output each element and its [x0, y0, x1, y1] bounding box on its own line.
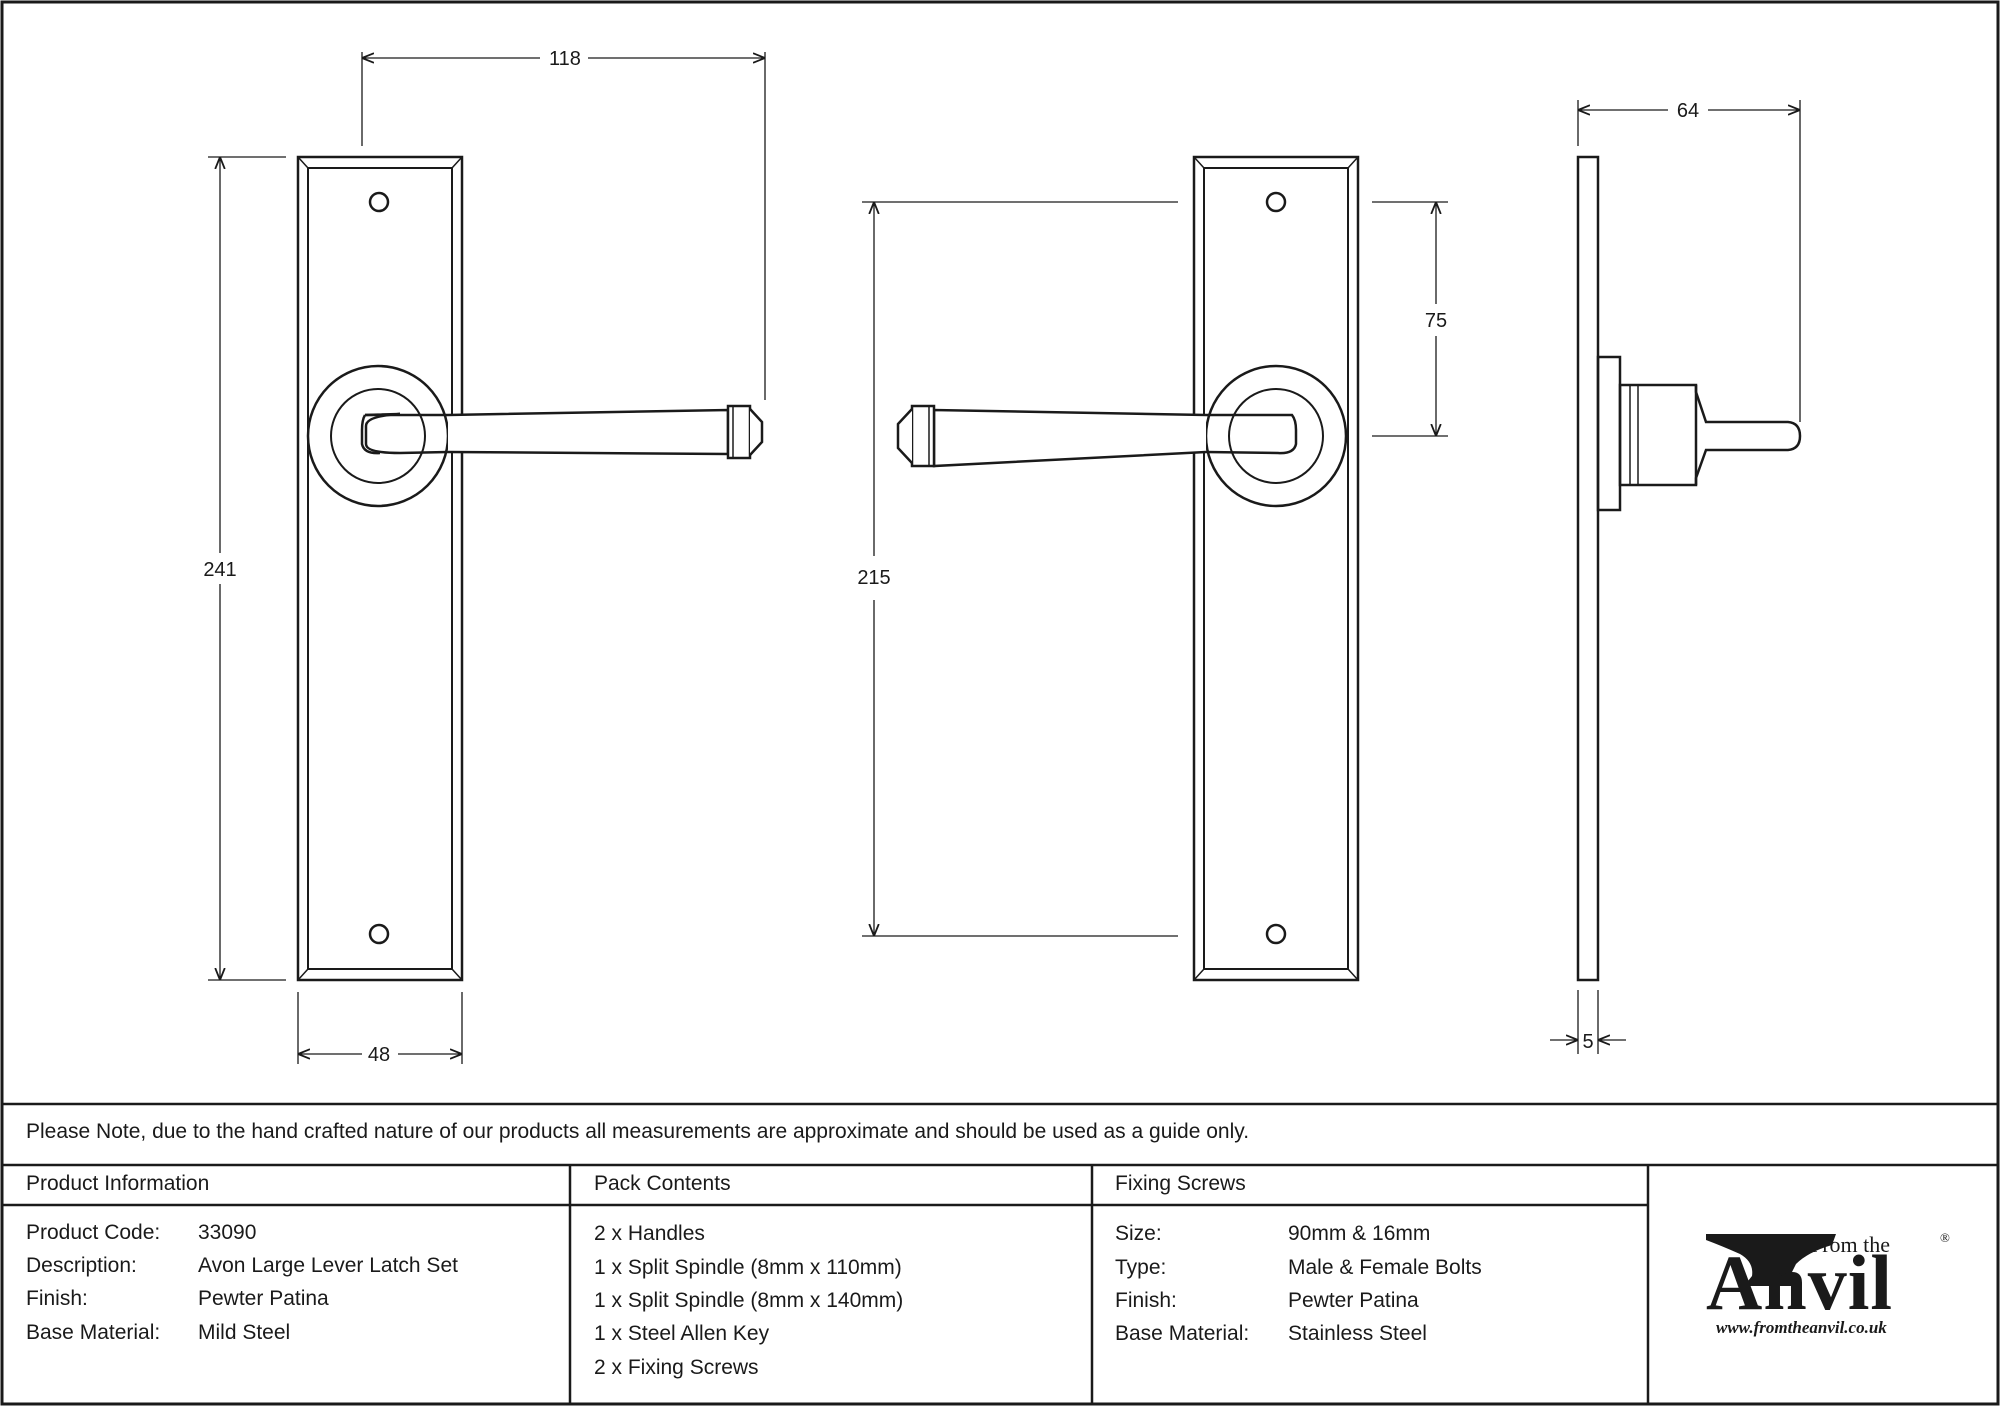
- pack-item: 1 x Split Spindle (8mm x 140mm): [594, 1289, 904, 1312]
- description-label: Description:: [26, 1254, 137, 1277]
- pack-contents-header: Pack Contents: [594, 1172, 731, 1195]
- front-dimensions: [208, 52, 766, 1064]
- pack-item: 1 x Steel Allen Key: [594, 1322, 770, 1345]
- dim-48-label: 48: [368, 1044, 390, 1066]
- product-code-label: Product Code:: [26, 1221, 161, 1244]
- screw-size-label: Size:: [1115, 1222, 1162, 1245]
- middle-dimensions: [862, 201, 1448, 937]
- fixing-screws-header: Fixing Screws: [1115, 1172, 1246, 1195]
- description-value: Avon Large Lever Latch Set: [198, 1254, 458, 1277]
- measurement-note: Please Note, due to the hand crafted nat…: [26, 1120, 1250, 1143]
- front-view: [296, 155, 764, 982]
- pack-item: 2 x Handles: [594, 1222, 705, 1245]
- dim-75-label: 75: [1425, 310, 1447, 332]
- product-code-value: 33090: [198, 1221, 257, 1244]
- screw-base-material-label: Base Material:: [1115, 1322, 1250, 1345]
- screw-finish-label: Finish:: [1115, 1289, 1177, 1312]
- pack-item: 1 x Split Spindle (8mm x 110mm): [594, 1256, 902, 1279]
- screw-hole-top: [368, 191, 390, 213]
- dim-215-label: 215: [857, 567, 890, 589]
- brand-anvil: Anvil: [1706, 1239, 1894, 1326]
- product-info-header: Product Information: [26, 1172, 210, 1195]
- screw-base-material-value: Stainless Steel: [1288, 1322, 1427, 1345]
- screw-hole-bottom: [368, 923, 390, 945]
- dim-5-label: 5: [1582, 1031, 1593, 1053]
- base-material-value: Mild Steel: [198, 1321, 291, 1344]
- brand-from-the: From the: [1810, 1232, 1891, 1257]
- side-dimensions: [1550, 100, 1801, 1054]
- dim-118-label: 118: [549, 48, 581, 70]
- side-view: [1576, 155, 1802, 982]
- anvil-logo-icon: [1706, 1234, 1836, 1286]
- dim-64-label: 64: [1677, 100, 1699, 122]
- mirrored-front-view: [896, 155, 1360, 982]
- backplate-outline: [296, 155, 464, 982]
- brand-registered-mark: ®: [1940, 1230, 1950, 1245]
- pack-item: 2 x Fixing Screws: [594, 1356, 759, 1379]
- lever-arm: [447, 408, 730, 456]
- screw-finish-value: Pewter Patina: [1288, 1289, 1419, 1312]
- screw-size-value: 90mm & 16mm: [1288, 1222, 1431, 1245]
- finish-label: Finish:: [26, 1287, 88, 1310]
- brand-url: www.fromtheanvil.co.uk: [1716, 1318, 1887, 1337]
- rose-outer: [306, 364, 450, 508]
- title-block: [2, 1102, 1998, 1404]
- dim-241-label: 241: [203, 559, 236, 581]
- base-material-label: Base Material:: [26, 1321, 161, 1344]
- finish-value: Pewter Patina: [198, 1287, 329, 1310]
- screw-type-value: Male & Female Bolts: [1288, 1256, 1482, 1279]
- screw-type-label: Type:: [1115, 1256, 1167, 1279]
